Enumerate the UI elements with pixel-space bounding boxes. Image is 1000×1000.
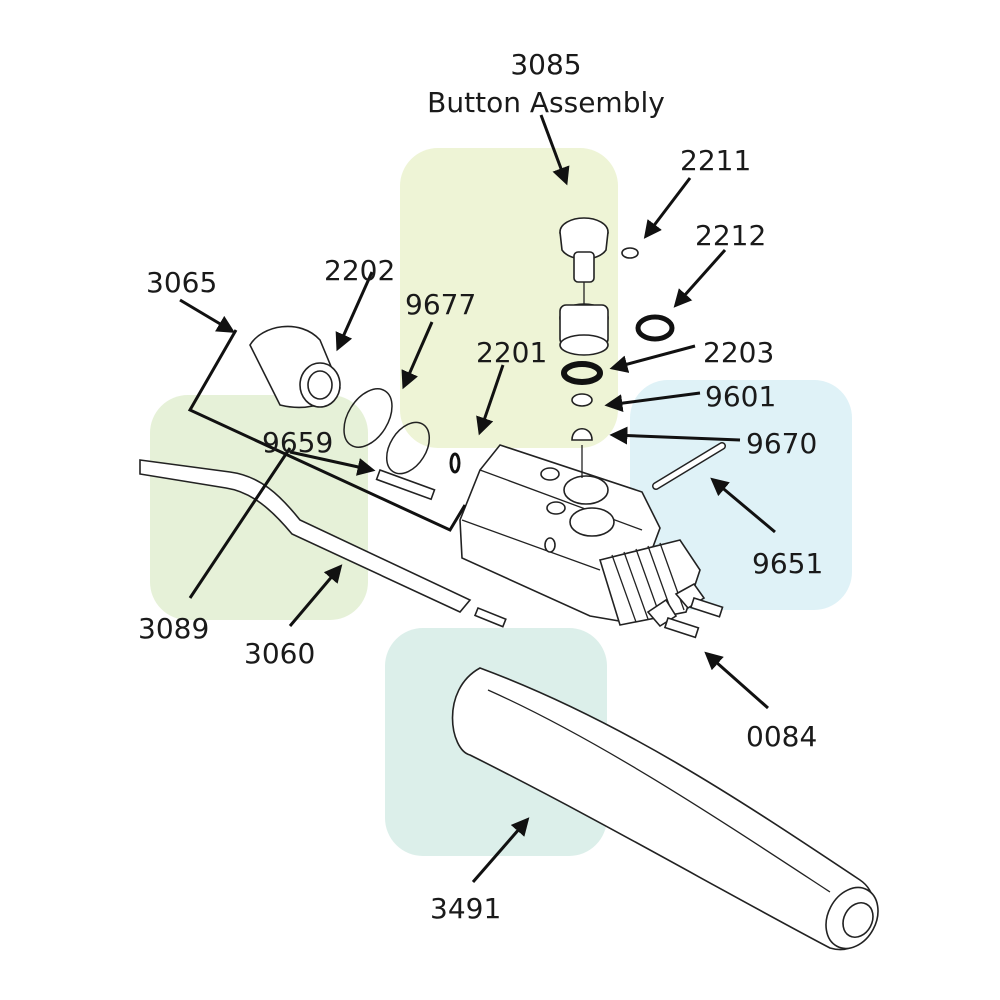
label-2203: 2203	[703, 336, 774, 369]
panel-left	[150, 395, 368, 620]
label-2201: 2201	[476, 336, 547, 369]
label-9651: 9651	[752, 547, 823, 580]
label-3089: 3089	[138, 612, 209, 645]
button-assembly-parts	[559, 217, 726, 490]
left-parts	[139, 325, 507, 628]
label-2211: 2211	[680, 144, 751, 177]
label-3085: 3085	[510, 48, 581, 81]
label-2212: 2212	[695, 219, 766, 252]
label-0084: 0084	[746, 720, 817, 753]
label-3491: 3491	[430, 892, 501, 925]
label-9677: 9677	[405, 288, 476, 321]
label-2202: 2202	[324, 254, 395, 287]
label-3065: 3065	[146, 266, 217, 299]
grip-sleeve-part	[451, 667, 879, 951]
leader-arrows	[179, 114, 776, 883]
label-button-assembly: Button Assembly	[427, 86, 665, 119]
label-9659: 9659	[262, 426, 333, 459]
handle-body-part	[459, 444, 724, 639]
label-9601: 9601	[705, 380, 776, 413]
label-9670: 9670	[746, 427, 817, 460]
label-3060: 3060	[244, 637, 315, 670]
